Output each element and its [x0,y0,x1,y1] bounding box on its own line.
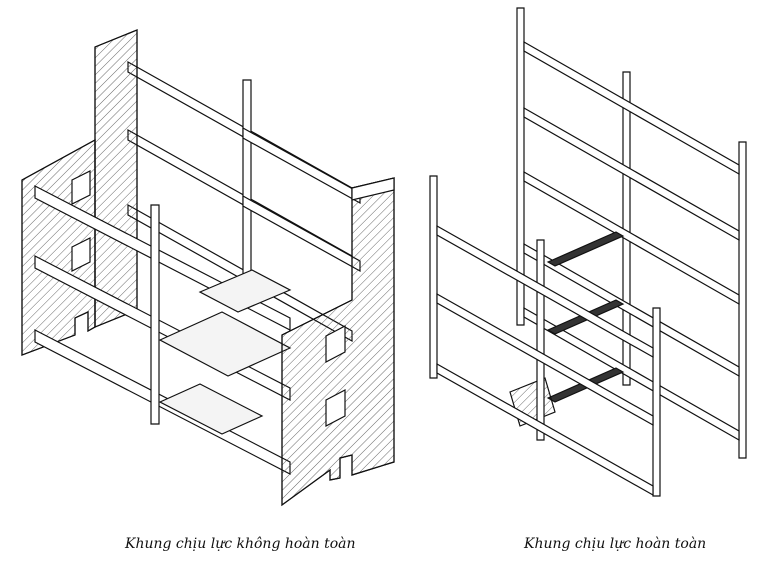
left-front-column [150,204,160,425]
full-frame-drawing [429,7,747,497]
right-front-column-1 [429,175,438,379]
right-end-wall [281,177,395,507]
left-end-wall [21,138,96,356]
caption-partial-frame: Khung chịu lực không hoàn toàn [125,536,356,552]
left-mid-beam-1 [242,126,361,205]
right-back-beams [523,40,740,442]
right-front-column-3 [652,307,661,497]
left-floor-slabs [158,269,292,435]
partial-frame-drawing [21,29,395,507]
left-middle-column [242,79,252,301]
right-back-column-3 [738,141,747,459]
caption-full-frame: Khung chịu lực hoàn toàn [524,536,707,552]
left-mid-beam-2 [242,194,361,273]
right-front-beams [436,224,654,497]
right-back-column-1 [516,7,525,326]
right-front-column-2 [536,239,545,441]
left-back-wall [94,29,138,328]
